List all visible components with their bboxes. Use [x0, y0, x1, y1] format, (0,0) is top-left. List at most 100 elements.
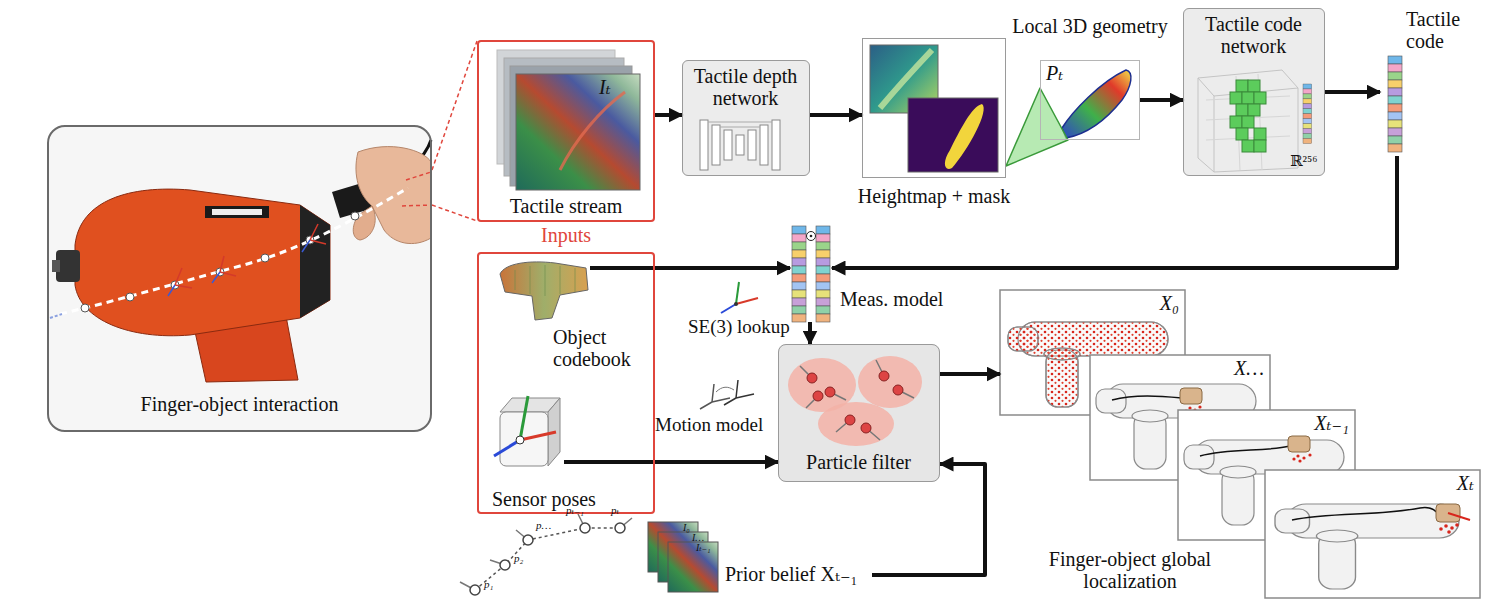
image-label: Iₜ₋₁ — [696, 542, 711, 553]
belief-panel: Xₜ — [1265, 470, 1480, 598]
input-label: Prior belief Xₜ₋₁ — [725, 563, 857, 585]
frame-icon-part — [736, 282, 739, 304]
voxel-network-part — [1254, 128, 1266, 140]
drill-photo-part — [75, 189, 330, 336]
drill-photo-part — [175, 224, 326, 288]
flow-arrow — [590, 266, 790, 270]
belief-panel-art-part — [1448, 513, 1470, 520]
depth-network-part — [772, 120, 780, 170]
heightmap-images-part — [908, 98, 998, 172]
frame-icon-part — [721, 304, 736, 313]
flow-arrow — [655, 113, 682, 117]
belief-panel-art-part — [1296, 454, 1299, 457]
flow-arrow — [1325, 90, 1380, 94]
drill-photo-part — [300, 205, 330, 318]
drill-photo-part — [168, 240, 310, 296]
measurement-vectors-part — [816, 226, 830, 322]
frame-icon — [721, 282, 758, 313]
voxel-network-part — [1236, 104, 1248, 116]
voxel-network-part — [1248, 80, 1260, 92]
voxel-network-part — [1206, 74, 1290, 170]
voxel-network-part — [1198, 70, 1298, 172]
measurement-vectors-part — [807, 232, 816, 241]
frame-icon-part — [724, 380, 754, 405]
drill-photo — [48, 126, 431, 431]
pose-label: p₂ — [514, 552, 523, 564]
measurement-vectors-part — [792, 226, 806, 322]
belief-panel-art-part — [1292, 507, 1440, 520]
depth-network-part — [708, 122, 772, 127]
pose-graph-part — [523, 535, 533, 545]
sensor-icon-part — [520, 396, 528, 440]
particle-filter-part — [778, 344, 940, 482]
particle-filter-part — [813, 391, 823, 401]
flow-arrow — [832, 156, 1397, 268]
photo-panel: Finger-object interaction — [47, 125, 432, 432]
belief-panel-art-part — [1308, 453, 1311, 456]
flow-arrow — [1140, 98, 1183, 102]
codebook-drill — [500, 262, 588, 320]
input-box: InputsObject codebookSensor poses — [477, 252, 655, 514]
voxel-network-part — [1303, 84, 1312, 144]
voxel-network-part — [1254, 92, 1266, 104]
pose-graph-part — [470, 585, 480, 595]
geometry-blob-part — [1062, 70, 1131, 138]
depth-network-part — [748, 130, 756, 160]
dimension-label: ℝ²⁵⁶ — [1290, 153, 1317, 170]
drill-photo-part — [50, 314, 62, 318]
voxel-network-part — [1183, 8, 1325, 176]
codebook-drill-part — [500, 262, 588, 320]
network-box: Tactile code networkℝ²⁵⁶ — [1183, 8, 1325, 176]
voxel-network-part — [1242, 92, 1254, 104]
frame-icon-part — [716, 387, 734, 392]
frame-icon-part — [734, 302, 738, 306]
flow-arrow — [940, 372, 1000, 376]
prior-belief: Prior belief Xₜ₋₁ — [440, 515, 872, 600]
drill-photo-part — [351, 212, 359, 220]
pose-label: pₜ — [611, 504, 619, 516]
belief-panel-art-part — [1439, 527, 1443, 531]
sensor-pose-icon: Sensor poses — [488, 388, 564, 480]
belief-panel-art-part — [1450, 526, 1454, 530]
voxel-network-part — [1230, 92, 1242, 104]
drill-photo-part — [48, 126, 431, 431]
particle-filter-part — [879, 371, 889, 381]
drill-photo-part — [205, 206, 269, 218]
panel-symbol: X₀ — [1133, 292, 1179, 314]
belief-panel-art-part — [1302, 456, 1305, 459]
tactile-images — [497, 50, 640, 190]
belief-panel-art-part — [1444, 524, 1448, 528]
particle-filter-part — [893, 385, 903, 395]
belief-panel-art-part — [1265, 470, 1480, 598]
code-vector — [1388, 56, 1402, 152]
voxel-network-part — [1230, 116, 1242, 128]
voxel-network-part — [1242, 140, 1254, 152]
box-title: Particle filter — [779, 451, 938, 473]
depth-network-part — [760, 125, 768, 165]
heightmap-images-part — [945, 104, 984, 169]
measurement-vectors-part — [810, 235, 813, 238]
figure-label: Finger-object global localization — [1030, 548, 1230, 593]
heightmap-images-part — [862, 38, 1006, 178]
depth-network-part — [736, 135, 744, 155]
drill-photo-part — [402, 172, 431, 206]
belief-panel-art-part — [1298, 459, 1301, 462]
belief-panel-art-part — [1198, 405, 1201, 408]
box-title: Tactile depth network — [685, 65, 806, 110]
frame-icon-part — [736, 298, 758, 304]
pose-label: p₁ — [484, 578, 493, 590]
edge-label: Motion model — [655, 414, 763, 435]
drill-photo-part — [81, 304, 89, 312]
frame-icon — [700, 380, 754, 409]
flow-arrow — [808, 322, 812, 344]
sensor-icon — [494, 396, 560, 466]
panel-symbol: Xₜ₋₁ — [1295, 412, 1349, 434]
voxel-network-part — [1236, 128, 1248, 140]
network-box: Tactile depth network — [682, 60, 810, 176]
panel-symbol: Xₜ — [1420, 472, 1474, 494]
particle-filter-part — [807, 373, 817, 383]
box-title: Tactile code network — [1186, 13, 1321, 58]
belief-panel: Xₜ₋₁ — [1178, 410, 1355, 540]
flow-arrow — [872, 464, 985, 575]
belief-panel-art-part — [1275, 504, 1459, 589]
